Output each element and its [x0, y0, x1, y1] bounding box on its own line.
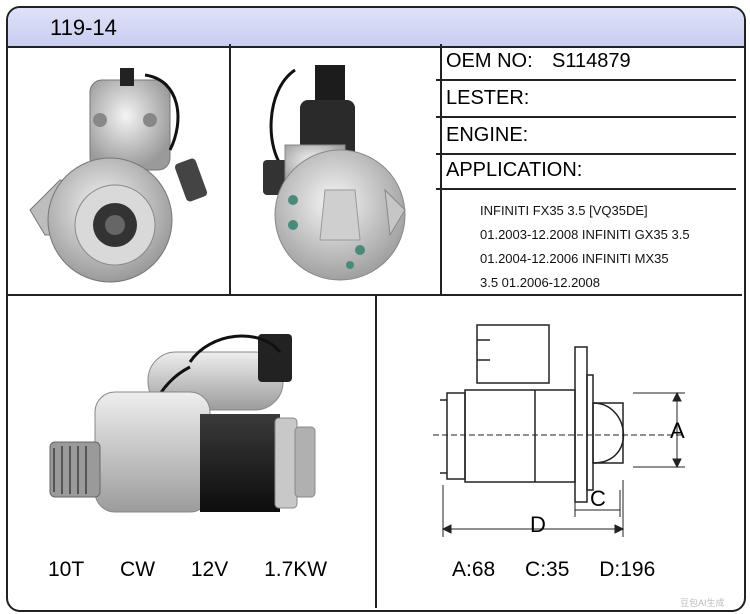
lester-row: LESTER: — [436, 81, 736, 118]
application-line: INFINITI FX35 3.5 [VQ35DE] — [480, 203, 648, 218]
dimension-label-d: D — [530, 512, 546, 537]
voltage-spec: 12V — [190, 558, 229, 581]
oem-row: OEM NO: S114879 — [436, 44, 736, 81]
header-bar: 119-14 — [8, 8, 744, 48]
power-spec: 1.7KW — [264, 558, 328, 581]
watermark: 豆包AI生成 — [680, 598, 725, 608]
dimension-drawing — [433, 324, 685, 537]
engine-label: ENGINE: — [446, 124, 529, 146]
spec-line: 10T CW 12V 1.7KW — [48, 558, 341, 582]
lester-label: LESTER: — [446, 87, 530, 109]
divider-bottom — [375, 296, 377, 608]
part-code: 119-14 — [50, 15, 117, 40]
engine-row: ENGINE: — [436, 118, 736, 155]
oem-value: S114879 — [552, 50, 631, 72]
starter-front-photo — [29, 68, 208, 283]
dimension-label-a: A — [670, 418, 685, 443]
dimension-a-value: A:68 — [452, 558, 496, 581]
application-line: 01.2004-12.2006 INFINITI MX35 — [480, 251, 669, 266]
application-label: APPLICATION: — [446, 159, 583, 181]
rotation-spec: CW — [120, 558, 156, 581]
dimension-label-c: C — [590, 486, 606, 511]
application-list: INFINITI FX35 3.5 [VQ35DE] 01.2003-12.20… — [480, 199, 715, 295]
teeth-spec: 10T — [48, 558, 85, 581]
dimension-d-value: D:196 — [599, 558, 656, 581]
starter-rear-photo — [263, 65, 406, 281]
starter-side-photo — [49, 334, 316, 513]
divider-middle — [8, 294, 742, 296]
application-line: 01.2003-12.2008 INFINITI GX35 3.5 — [480, 227, 690, 242]
oem-label: OEM NO: — [446, 50, 533, 72]
application-line: 3.5 01.2006-12.2008 — [480, 275, 600, 290]
application-row: APPLICATION: — [436, 153, 736, 190]
dimension-c-value: C:35 — [525, 558, 570, 581]
divider-top-2 — [440, 44, 442, 294]
dimension-values: A:68 C:35 D:196 — [452, 558, 679, 582]
divider-top-1 — [229, 44, 231, 294]
